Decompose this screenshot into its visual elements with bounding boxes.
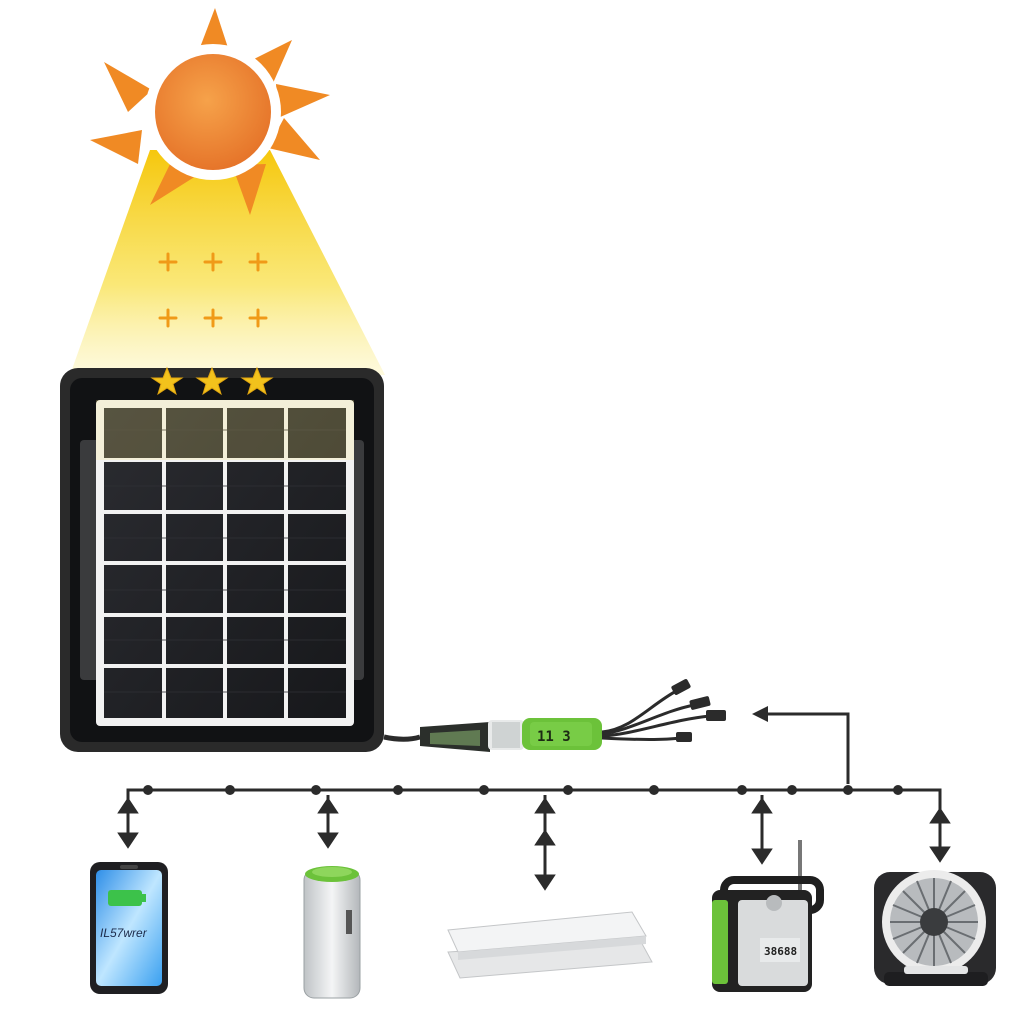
sun-icon: [90, 8, 330, 215]
phone-screen-text: IL57wrer: [100, 926, 148, 940]
feedback-arrow-icon: [752, 706, 850, 784]
sunlight-beam: [70, 150, 385, 375]
solar-panel: [60, 368, 384, 752]
connector-plugs: [671, 679, 726, 742]
charge-controller: [420, 718, 602, 752]
panel-cable: [383, 734, 421, 742]
portable-power-station-icon: [712, 840, 824, 992]
star-icons: [150, 366, 274, 396]
desk-fan-icon: [874, 870, 996, 986]
power-station-label: 38688: [764, 945, 797, 958]
battery-cell-icon: [303, 866, 361, 999]
smartphone-icon: [90, 862, 168, 994]
power-bank-icon: [447, 911, 653, 979]
controller-display: 11 3: [537, 729, 571, 745]
output-cables: [601, 688, 711, 741]
distribution-bus: [126, 785, 942, 820]
device-arrows: [117, 795, 951, 891]
energy-sparkle-icons: [158, 252, 268, 328]
